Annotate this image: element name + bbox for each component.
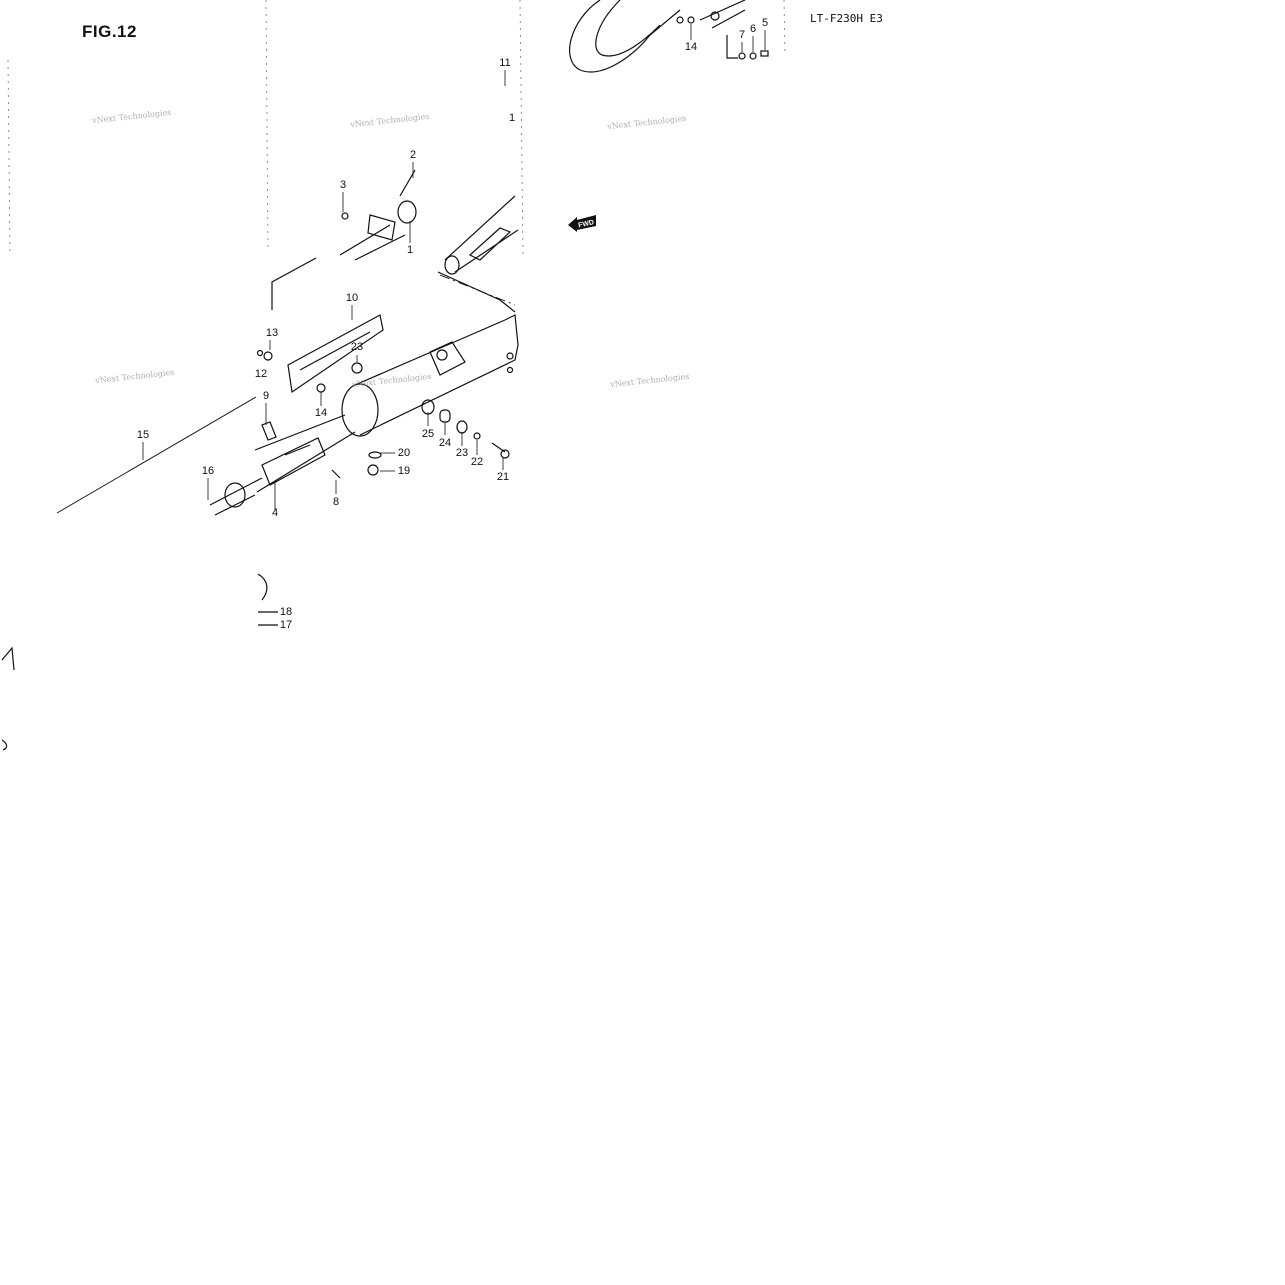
callout-10: 10 bbox=[345, 292, 359, 304]
figure-title: FIG.12 bbox=[82, 22, 137, 41]
front-exhaust-pipe bbox=[271, 169, 417, 310]
callout-2: 2 bbox=[409, 149, 417, 161]
callout-5: 5 bbox=[761, 17, 769, 29]
callout-1-top: 1 bbox=[508, 112, 516, 124]
model-code: LT-F230H E3 bbox=[810, 12, 883, 25]
callout-9: 9 bbox=[262, 390, 270, 402]
mid-pipe bbox=[437, 195, 519, 313]
fwd-label: FWD bbox=[578, 219, 595, 229]
callout-15: 15 bbox=[136, 429, 150, 441]
tail-pipe bbox=[209, 414, 356, 516]
scan-edge-marks bbox=[7, 0, 786, 256]
callout-14: 14 bbox=[314, 407, 328, 419]
callout-22: 22 bbox=[470, 456, 484, 468]
muffler bbox=[341, 314, 519, 476]
callout-24: 24 bbox=[438, 437, 452, 449]
callout-4: 4 bbox=[271, 507, 279, 519]
callout-23-lower: 23 bbox=[455, 447, 469, 459]
exhaust-pipe-loop bbox=[569, 0, 769, 73]
callout-23: 23 bbox=[350, 341, 364, 353]
callout-11: 11 bbox=[499, 57, 511, 69]
forward-arrow-icon: FWD bbox=[568, 215, 596, 232]
callout-1: 1 bbox=[406, 244, 414, 256]
callout-3: 3 bbox=[339, 179, 347, 191]
callout-6: 6 bbox=[749, 23, 757, 35]
callout-7: 7 bbox=[738, 29, 746, 41]
callout-leaders bbox=[142, 24, 766, 510]
callout-18: 18 bbox=[279, 606, 293, 618]
callout-13: 13 bbox=[265, 327, 279, 339]
callout-19: 19 bbox=[397, 465, 411, 477]
callout-8: 8 bbox=[332, 496, 340, 508]
callout-25: 25 bbox=[421, 428, 435, 440]
callout-20: 20 bbox=[397, 447, 411, 459]
heat-shield bbox=[256, 314, 384, 394]
callout-17: 17 bbox=[279, 619, 293, 631]
leader-line-15 bbox=[56, 396, 257, 514]
callout-21: 21 bbox=[496, 471, 510, 483]
callout-12: 12 bbox=[254, 368, 268, 380]
assembly-centerline bbox=[439, 274, 516, 306]
callout-16: 16 bbox=[201, 465, 215, 477]
lower-bracket bbox=[1, 573, 278, 751]
callout-14-top: 14 bbox=[684, 41, 698, 53]
